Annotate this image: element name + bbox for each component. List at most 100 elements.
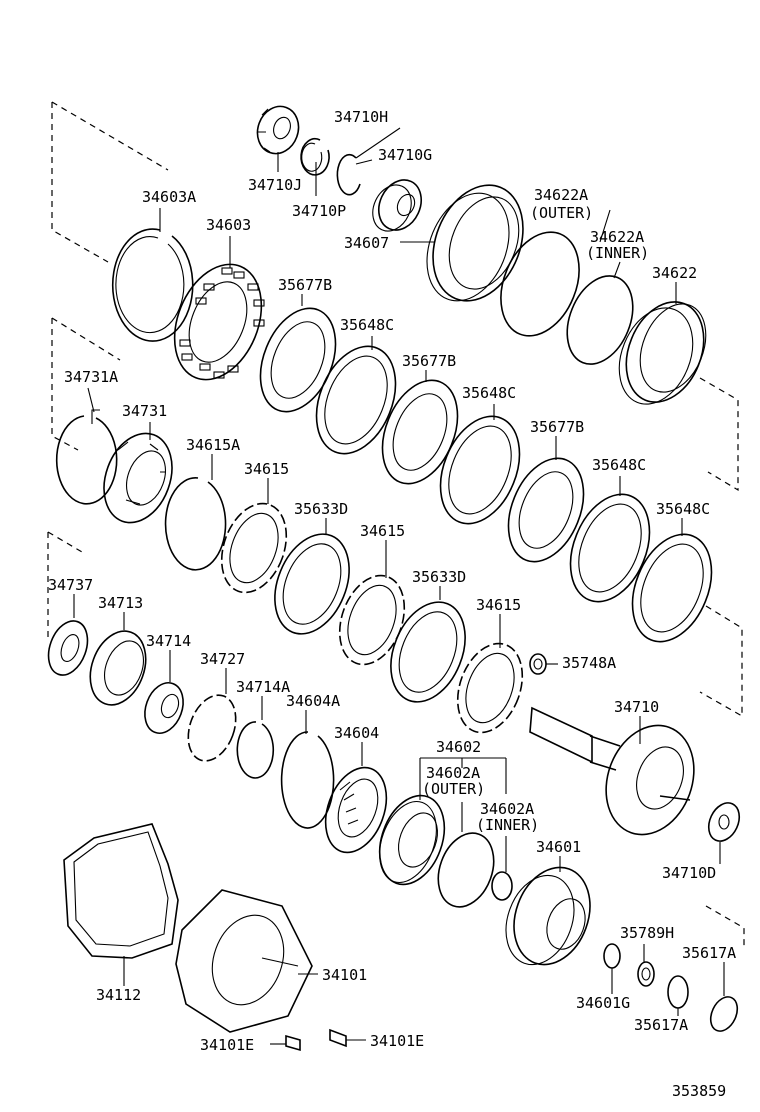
label-35677B-1: 35677B <box>278 276 332 294</box>
label-34602A-outer-note: (OUTER) <box>422 780 485 798</box>
plate-34615-1-part <box>220 502 288 594</box>
label-34604: 34604 <box>334 724 379 742</box>
o-ring-34602A-outer-part <box>437 832 495 908</box>
label-34710J: 34710J <box>248 176 302 194</box>
diagram-number: 353859 <box>672 1082 726 1100</box>
part-labels: 34710H 34710G 34710J 34710P 34603A 34603… <box>48 108 736 1100</box>
o-ring-34602A-inner-part <box>491 871 513 901</box>
label-35677B-2: 35677B <box>402 352 456 370</box>
label-34622A-inner: 34622A <box>590 228 644 246</box>
label-34101E-2: 34101E <box>370 1032 424 1050</box>
label-34710: 34710 <box>614 698 659 716</box>
label-34731: 34731 <box>122 402 167 420</box>
label-35748A: 35748A <box>562 654 616 672</box>
label-35648C-2: 35648C <box>462 384 516 402</box>
spring-retainer-34603-part <box>173 263 265 381</box>
snap-ring-34731A-part <box>55 409 118 505</box>
label-34622A-outer-note: (OUTER) <box>530 204 593 222</box>
label-35677B-3: 35677B <box>530 418 584 436</box>
o-ring-34622A-inner-part <box>566 275 634 365</box>
plate-34615-3-part <box>456 642 524 734</box>
bolt-34101E-2-part <box>329 1028 347 1048</box>
label-34101E-1: 34101E <box>200 1036 254 1054</box>
piston-34607-part <box>426 184 524 302</box>
plate-35648C-4-part <box>631 533 713 643</box>
bearing-34710G-part <box>372 179 422 232</box>
label-34601: 34601 <box>536 838 581 856</box>
leader-lines <box>73 127 725 1045</box>
washer-35748A-part <box>529 653 547 675</box>
snap-ring-34615A-part <box>164 477 227 571</box>
shaft-34710-part <box>529 706 695 836</box>
gear-34601G-part <box>603 943 621 969</box>
thrust-washer-34737-part <box>47 620 89 676</box>
spring-34604-part <box>324 766 388 854</box>
disc-35633D-1-part <box>274 533 350 635</box>
label-35617A-1: 35617A <box>682 944 736 962</box>
case-34101-part <box>175 889 313 1033</box>
label-34607: 34607 <box>344 234 389 252</box>
label-34603: 34603 <box>206 216 251 234</box>
label-34615-3: 34615 <box>476 596 521 614</box>
disc-35677B-2-part <box>381 379 459 485</box>
label-35648C-4: 35648C <box>656 500 710 518</box>
label-34603A: 34603A <box>142 188 196 206</box>
ring-34727-part <box>187 694 237 762</box>
gasket-34112-part <box>63 823 179 959</box>
plate-34615-2-part <box>338 574 406 666</box>
disc-35677B-3-part <box>507 457 585 563</box>
bolt-34101E-1-part <box>285 1034 301 1052</box>
label-35633D-1: 35633D <box>294 500 348 518</box>
snap-ring-34714A-part <box>236 721 275 779</box>
label-35789H: 35789H <box>620 924 674 942</box>
label-35648C-1: 35648C <box>340 316 394 334</box>
label-34601G: 34601G <box>576 994 630 1012</box>
snap-ring-34603A-part <box>111 228 194 342</box>
label-34714: 34714 <box>146 632 191 650</box>
label-34615-1: 34615 <box>244 460 289 478</box>
label-35617A-2: 35617A <box>634 1016 688 1034</box>
label-34710H: 34710H <box>334 108 388 126</box>
label-34622: 34622 <box>652 264 697 282</box>
label-35648C-3: 35648C <box>592 456 646 474</box>
cylinder-34622-part <box>618 301 707 405</box>
label-34602A-inner: 34602A <box>480 800 534 818</box>
label-34615A: 34615A <box>186 436 240 454</box>
label-34713: 34713 <box>98 594 143 612</box>
label-34714A: 34714A <box>236 678 290 696</box>
drum-34601-part <box>505 866 591 966</box>
label-34101: 34101 <box>322 966 367 984</box>
nut-34710H-part <box>256 105 300 155</box>
label-34710D: 34710D <box>662 864 716 882</box>
label-34112: 34112 <box>96 986 141 1004</box>
snap-ring-34710J-part <box>300 138 330 176</box>
label-34602A-inner-note: (INNER) <box>476 816 539 834</box>
label-34602A-outer: 34602A <box>426 764 480 782</box>
ring-35617A-1-part <box>667 975 689 1009</box>
washer-34710D-part <box>707 802 741 842</box>
piston-34602-part <box>378 794 446 886</box>
plate-35648C-1-part <box>315 345 397 455</box>
snap-ring-34604A-part <box>280 731 335 829</box>
one-way-clutch-34731-part <box>103 432 173 524</box>
label-34710P: 34710P <box>292 202 346 220</box>
disc-35677B-1-part <box>259 307 337 413</box>
snap-ring-34710G-part <box>336 153 361 196</box>
label-34602: 34602 <box>436 738 481 756</box>
label-34731A: 34731A <box>64 368 118 386</box>
label-35633D-2: 35633D <box>412 568 466 586</box>
assembly-guide-lines <box>47 101 745 946</box>
plate-35648C-2-part <box>439 415 521 525</box>
washer-35789H-part <box>637 961 655 987</box>
label-34622A-outer: 34622A <box>534 186 588 204</box>
disc-35633D-2-part <box>390 601 466 703</box>
label-34615-2: 34615 <box>360 522 405 540</box>
gear-34713-part <box>89 630 147 706</box>
label-34604A: 34604A <box>286 692 340 710</box>
label-34622A-inner-note: (INNER) <box>586 244 649 262</box>
ring-35617A-2-part <box>709 996 739 1032</box>
bearing-34714-part <box>144 682 184 734</box>
o-ring-34622A-outer-part <box>500 231 580 337</box>
plate-35648C-3-part <box>569 493 651 603</box>
